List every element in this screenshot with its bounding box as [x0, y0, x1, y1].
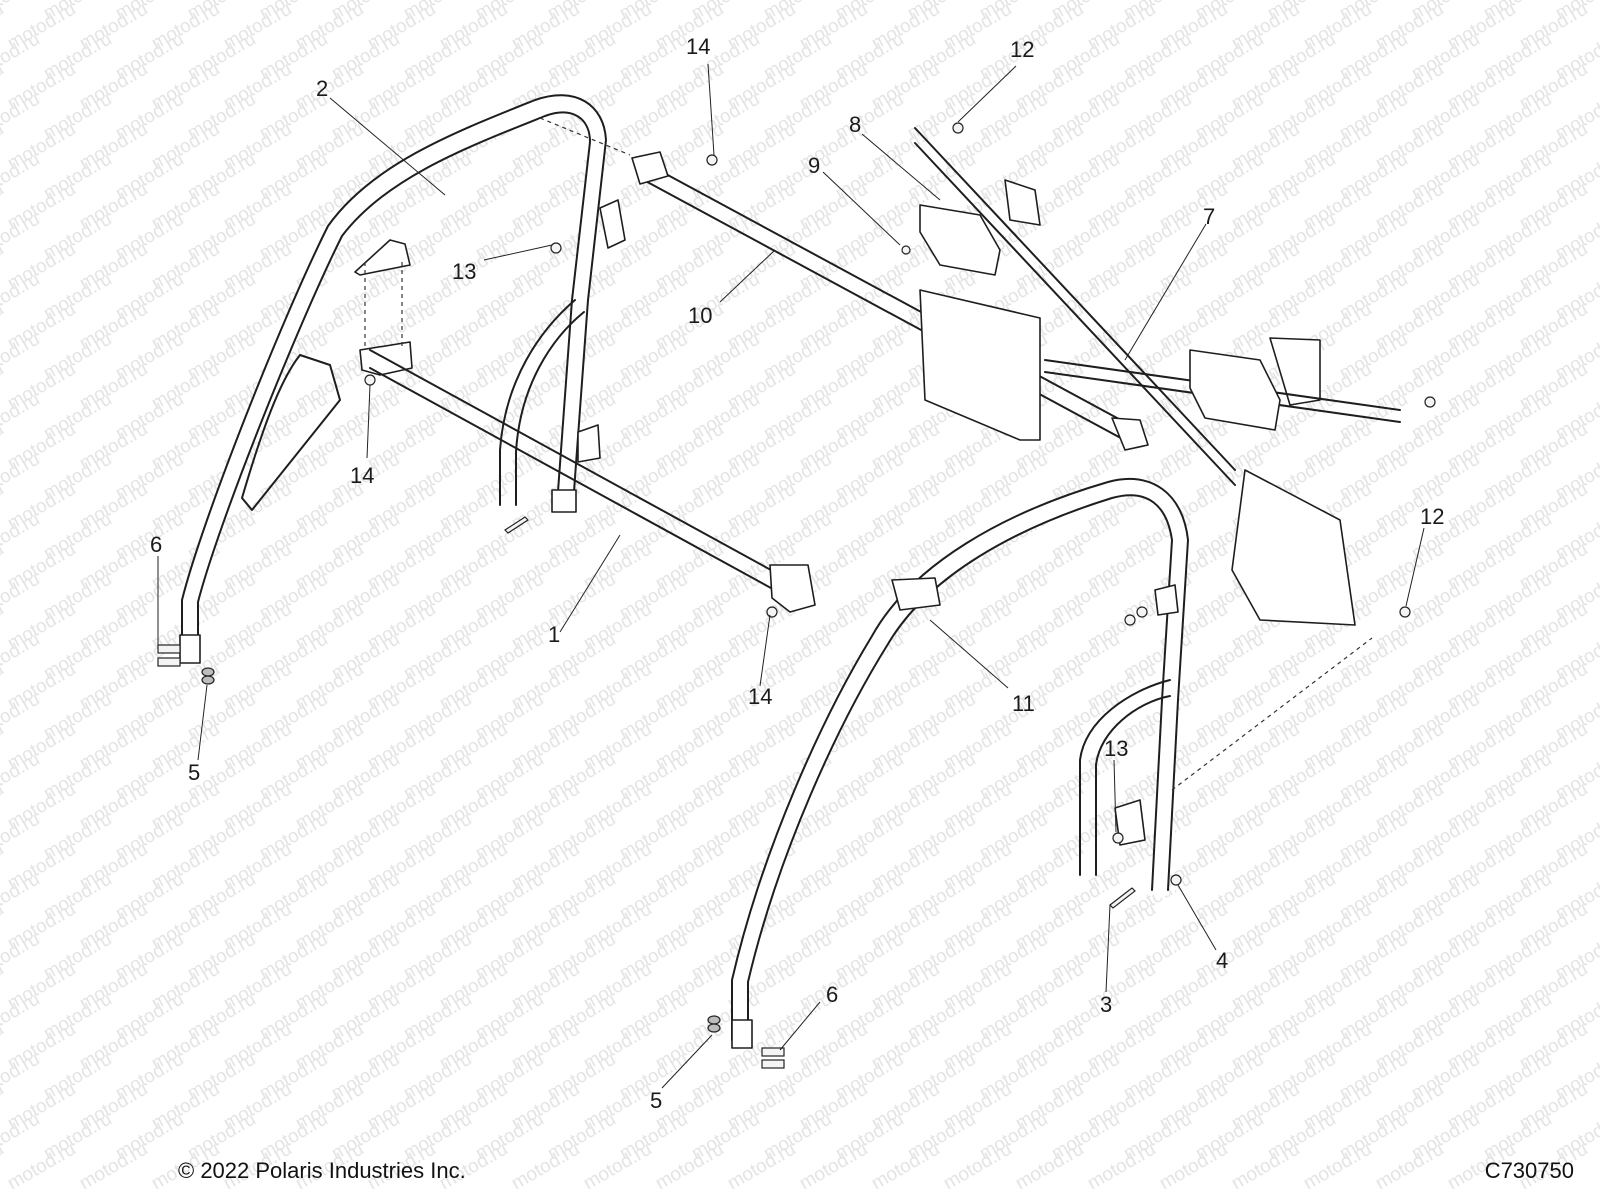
washer-5-rear-a [707, 1015, 721, 1025]
nut-12-upper [952, 122, 964, 134]
callout-6-left: 6 [150, 532, 162, 557]
callout-12-right: 12 [1420, 504, 1444, 529]
bolt-rear-mid-a [1124, 614, 1136, 626]
callout-1: 1 [548, 622, 560, 647]
callout-6-rear: 6 [826, 982, 838, 1007]
front-right-foot [551, 489, 577, 513]
nut-4 [1170, 874, 1182, 886]
bolt-6-left-a [157, 644, 181, 654]
callout-5-rear: 5 [650, 1088, 662, 1113]
callout-14-bottom: 14 [748, 684, 772, 709]
callout-11: 11 [1012, 691, 1035, 716]
bolt-6-rear-b [761, 1059, 785, 1069]
callout-3: 3 [1100, 992, 1112, 1017]
nut-12-lower [1399, 606, 1411, 618]
callout-4: 4 [1216, 948, 1228, 973]
rear-left-foot [731, 1019, 753, 1049]
copyright-notice: © 2022 Polaris Industries Inc. [178, 1158, 466, 1183]
nut-rear-right [1424, 396, 1436, 408]
callout-2: 2 [316, 76, 328, 101]
callout-9: 9 [808, 153, 820, 178]
bolt-6-left-b [157, 657, 181, 667]
light-bar-lower [1189, 349, 1281, 431]
callout-8: 8 [849, 112, 861, 137]
callout-10: 10 [688, 303, 712, 328]
rear-gusset [891, 577, 941, 611]
front-left-foot [179, 634, 201, 664]
bolt-14-left [364, 374, 376, 386]
light-bar-upper [919, 204, 1001, 276]
upper-bracket-plate [1004, 179, 1041, 226]
washer-5-rear-b [707, 1023, 721, 1033]
front-bottom-tab [577, 424, 601, 463]
callout-12-top: 12 [1010, 37, 1034, 62]
bolt-14-lower [766, 606, 778, 618]
callout-13-bottom: 13 [1104, 736, 1128, 761]
bolt-13-lower [1112, 832, 1124, 844]
bolt-14-upper [706, 154, 718, 166]
figure-code: C730750 [1484, 1158, 1574, 1183]
washer-5-left-a [201, 667, 215, 677]
callout-5-left: 5 [188, 760, 200, 785]
bolt-13-upper [550, 242, 562, 254]
callout-13-top: 13 [452, 259, 476, 284]
washer-5-left-b [201, 675, 215, 685]
callout-7: 7 [1203, 204, 1215, 229]
callout-14-left: 14 [350, 463, 374, 488]
callout-14-top: 14 [686, 34, 710, 59]
bolt-rear-mid-b [1136, 606, 1148, 618]
rear-tab-upper [1154, 584, 1179, 616]
screw-9 [901, 245, 911, 255]
